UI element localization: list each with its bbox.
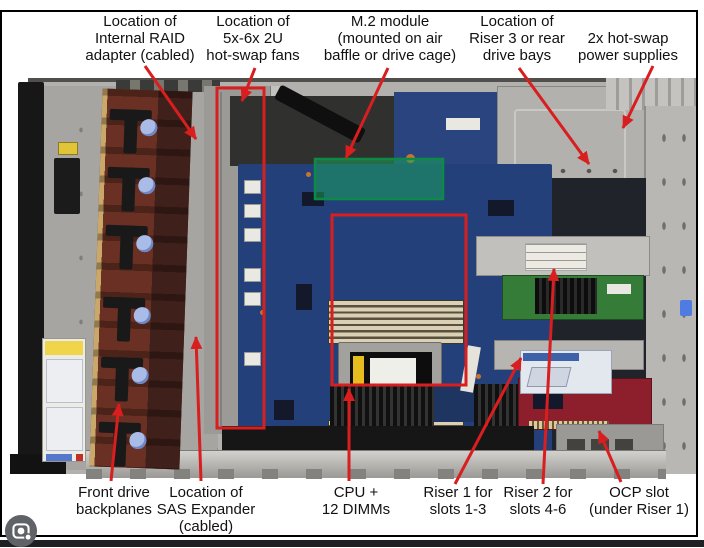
- card-footer: [46, 454, 72, 461]
- backplane-latch: [102, 296, 162, 345]
- dimm-bank-1: [328, 300, 464, 344]
- rail-tabs: [86, 469, 666, 479]
- label-sketch: [526, 367, 572, 387]
- warning-sticker: [58, 142, 78, 155]
- chassis-right-wall: [644, 106, 696, 474]
- label-riser-3: Location of Riser 3 or rear drive bays: [469, 13, 565, 64]
- service-label-card: [42, 338, 86, 462]
- drive-backplanes: [89, 88, 193, 470]
- backplane-latch: [108, 108, 168, 157]
- front-bezel: [18, 82, 44, 472]
- card-diagram-2: [46, 407, 83, 451]
- next-image-bar: [0, 540, 704, 547]
- backplane-latch: [104, 224, 164, 273]
- card-warning-band: [45, 341, 83, 355]
- riser2-adapter-card: [502, 275, 644, 320]
- fan-bay-seam: [220, 92, 222, 428]
- adapter-sticker: [607, 284, 631, 294]
- label-m2-module: M.2 module (mounted on air baffle or dri…: [323, 13, 457, 64]
- riser2-handle-label: [525, 243, 587, 271]
- label-sas-expander: Location of SAS Expander (cabled): [156, 484, 256, 535]
- label-internal-raid-adapter: Location of Internal RAID adapter (cable…: [85, 13, 195, 64]
- label-hot-swap-fans: Location of 5x-6x 2U hot-swap fans: [206, 13, 300, 64]
- riser2-assembly: [476, 236, 650, 276]
- label-riser-2: Riser 2 for slots 4-6: [503, 484, 573, 518]
- backplane-latch: [97, 421, 157, 470]
- label-cpu-dimms: CPU + 12 DIMMs: [321, 484, 391, 518]
- riser1-instruction-label: [520, 350, 612, 394]
- label-front-backplanes: Front drive backplanes: [76, 484, 152, 518]
- raid-adapter-slot: [54, 158, 80, 214]
- adapter-heatsink: [535, 278, 597, 314]
- label-header: [523, 353, 579, 361]
- backplane-latch: [106, 166, 166, 215]
- backplane-latch: [100, 356, 160, 405]
- card-diagram-1: [46, 359, 83, 403]
- google-lens-camera-icon[interactable]: [4, 514, 38, 548]
- server-photo: [8, 78, 696, 480]
- label-riser-1: Riser 1 for slots 1-3: [423, 484, 493, 518]
- card-footer-red: [76, 454, 83, 461]
- chassis-front-rail: [86, 450, 666, 479]
- blue-clip: [680, 300, 692, 316]
- label-power-supplies: 2x hot-swap power supplies: [577, 30, 679, 64]
- label-ocp-slot: OCP slot (under Riser 1): [588, 484, 690, 518]
- sticker: [446, 118, 480, 130]
